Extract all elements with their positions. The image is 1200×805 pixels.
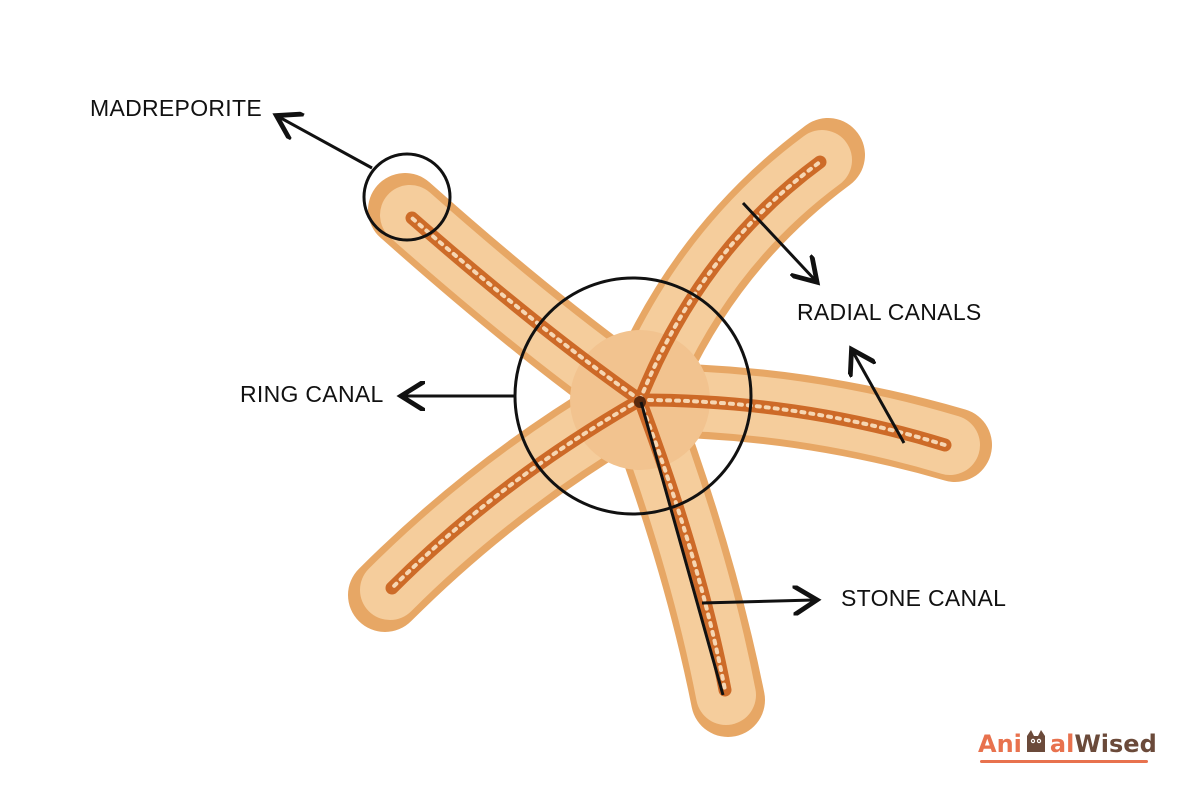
radial-canals-label: RADIAL CANALS (797, 299, 982, 325)
mouth-center (634, 396, 646, 408)
madreporite-label: MADREPORITE (90, 95, 262, 121)
stone-canal-label: STONE CANAL (841, 585, 1007, 611)
madreporite-annotation (279, 117, 452, 242)
stone-canal-arrow (701, 600, 814, 603)
radial-canals-annotation (741, 201, 906, 444)
stone-canal-line (639, 401, 725, 696)
stone-canal-annotation (639, 401, 814, 696)
animalwised-logo: Ani al Wised (978, 728, 1157, 760)
logo-underline (980, 760, 1148, 763)
logo-text-al: al (1049, 730, 1075, 758)
logo-text-ani: Ani (978, 730, 1022, 758)
radial-canals-arrow-bottom (853, 352, 906, 444)
madreporite-arrow (279, 117, 373, 170)
ring-canal-label: RING CANAL (240, 381, 384, 407)
logo-text-wised: Wised (1074, 730, 1157, 758)
starfish-body (348, 118, 992, 737)
ring-canal-annotation (404, 276, 753, 516)
radial-canals-arrow-top (741, 201, 815, 280)
madreporite-circle (362, 152, 452, 242)
cat-icon (1023, 728, 1049, 760)
